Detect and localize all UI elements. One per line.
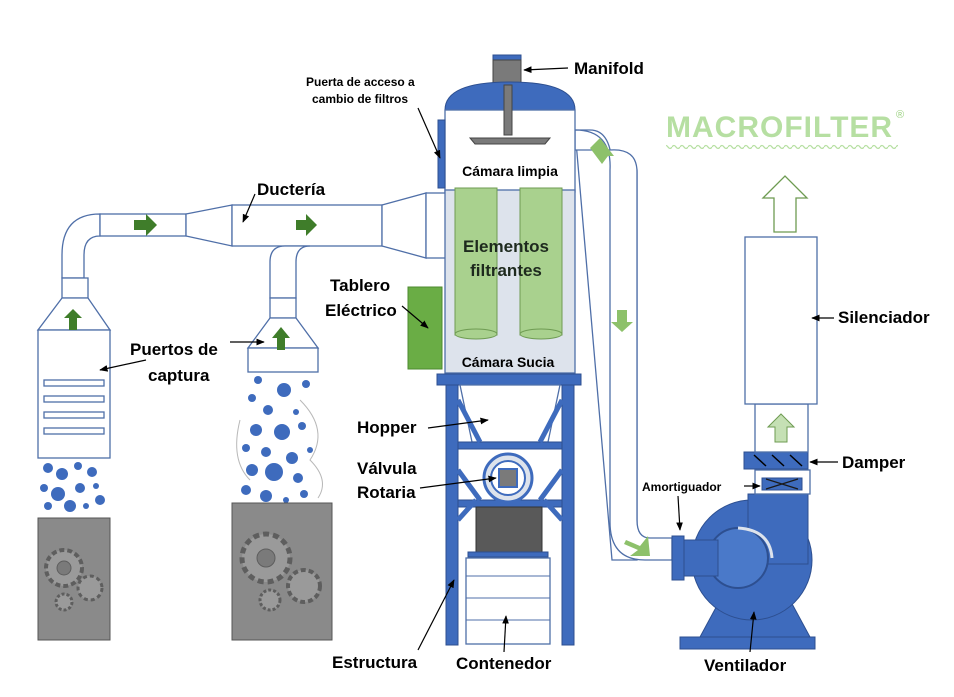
dust-particles-left xyxy=(40,462,105,512)
label-electrical-panel-2: Eléctrico xyxy=(325,301,397,320)
brand-name: MACROFILTER xyxy=(666,111,893,144)
label-fan: Ventilador xyxy=(704,656,787,675)
label-capture-ports-2: captura xyxy=(148,366,210,385)
label-ducting: Ductería xyxy=(257,180,326,199)
label-silencer: Silenciador xyxy=(838,308,930,327)
dust-particles-right xyxy=(236,376,323,503)
label-electrical-panel-1: Tablero xyxy=(330,276,390,295)
capture-port-left xyxy=(36,277,112,459)
label-damper: Damper xyxy=(842,453,906,472)
exhaust-stack xyxy=(743,175,818,495)
label-rotary-valve-2: Rotaria xyxy=(357,483,416,502)
electrical-panel xyxy=(407,286,443,370)
label-manifold: Manifold xyxy=(574,59,644,78)
fan xyxy=(671,493,816,650)
brand-registered: ® xyxy=(896,109,904,121)
label-shock-absorber: Amortiguador xyxy=(642,480,722,494)
label-access-door-2: cambio de filtros xyxy=(312,92,408,106)
dust-collector xyxy=(436,54,582,646)
machine-left xyxy=(37,517,111,641)
label-hopper: Hopper xyxy=(357,418,417,437)
machine-right xyxy=(231,502,333,641)
label-structure: Estructura xyxy=(332,653,418,672)
label-capture-ports-1: Puertos de xyxy=(130,340,218,359)
flow-arrows xyxy=(64,138,650,556)
label-access-door-1: Puerta de acceso a xyxy=(306,75,415,89)
label-filter-elements-2: filtrantes xyxy=(470,261,542,280)
label-filter-elements-1: Elementos xyxy=(463,237,549,256)
label-rotary-valve-1: Válvula xyxy=(357,459,417,478)
label-container: Contenedor xyxy=(456,654,552,673)
label-clean-chamber: Cámara limpia xyxy=(462,163,558,179)
label-dirty-chamber: Cámara Sucia xyxy=(462,354,555,370)
brand-logo: MACROFILTER ® xyxy=(666,109,904,149)
